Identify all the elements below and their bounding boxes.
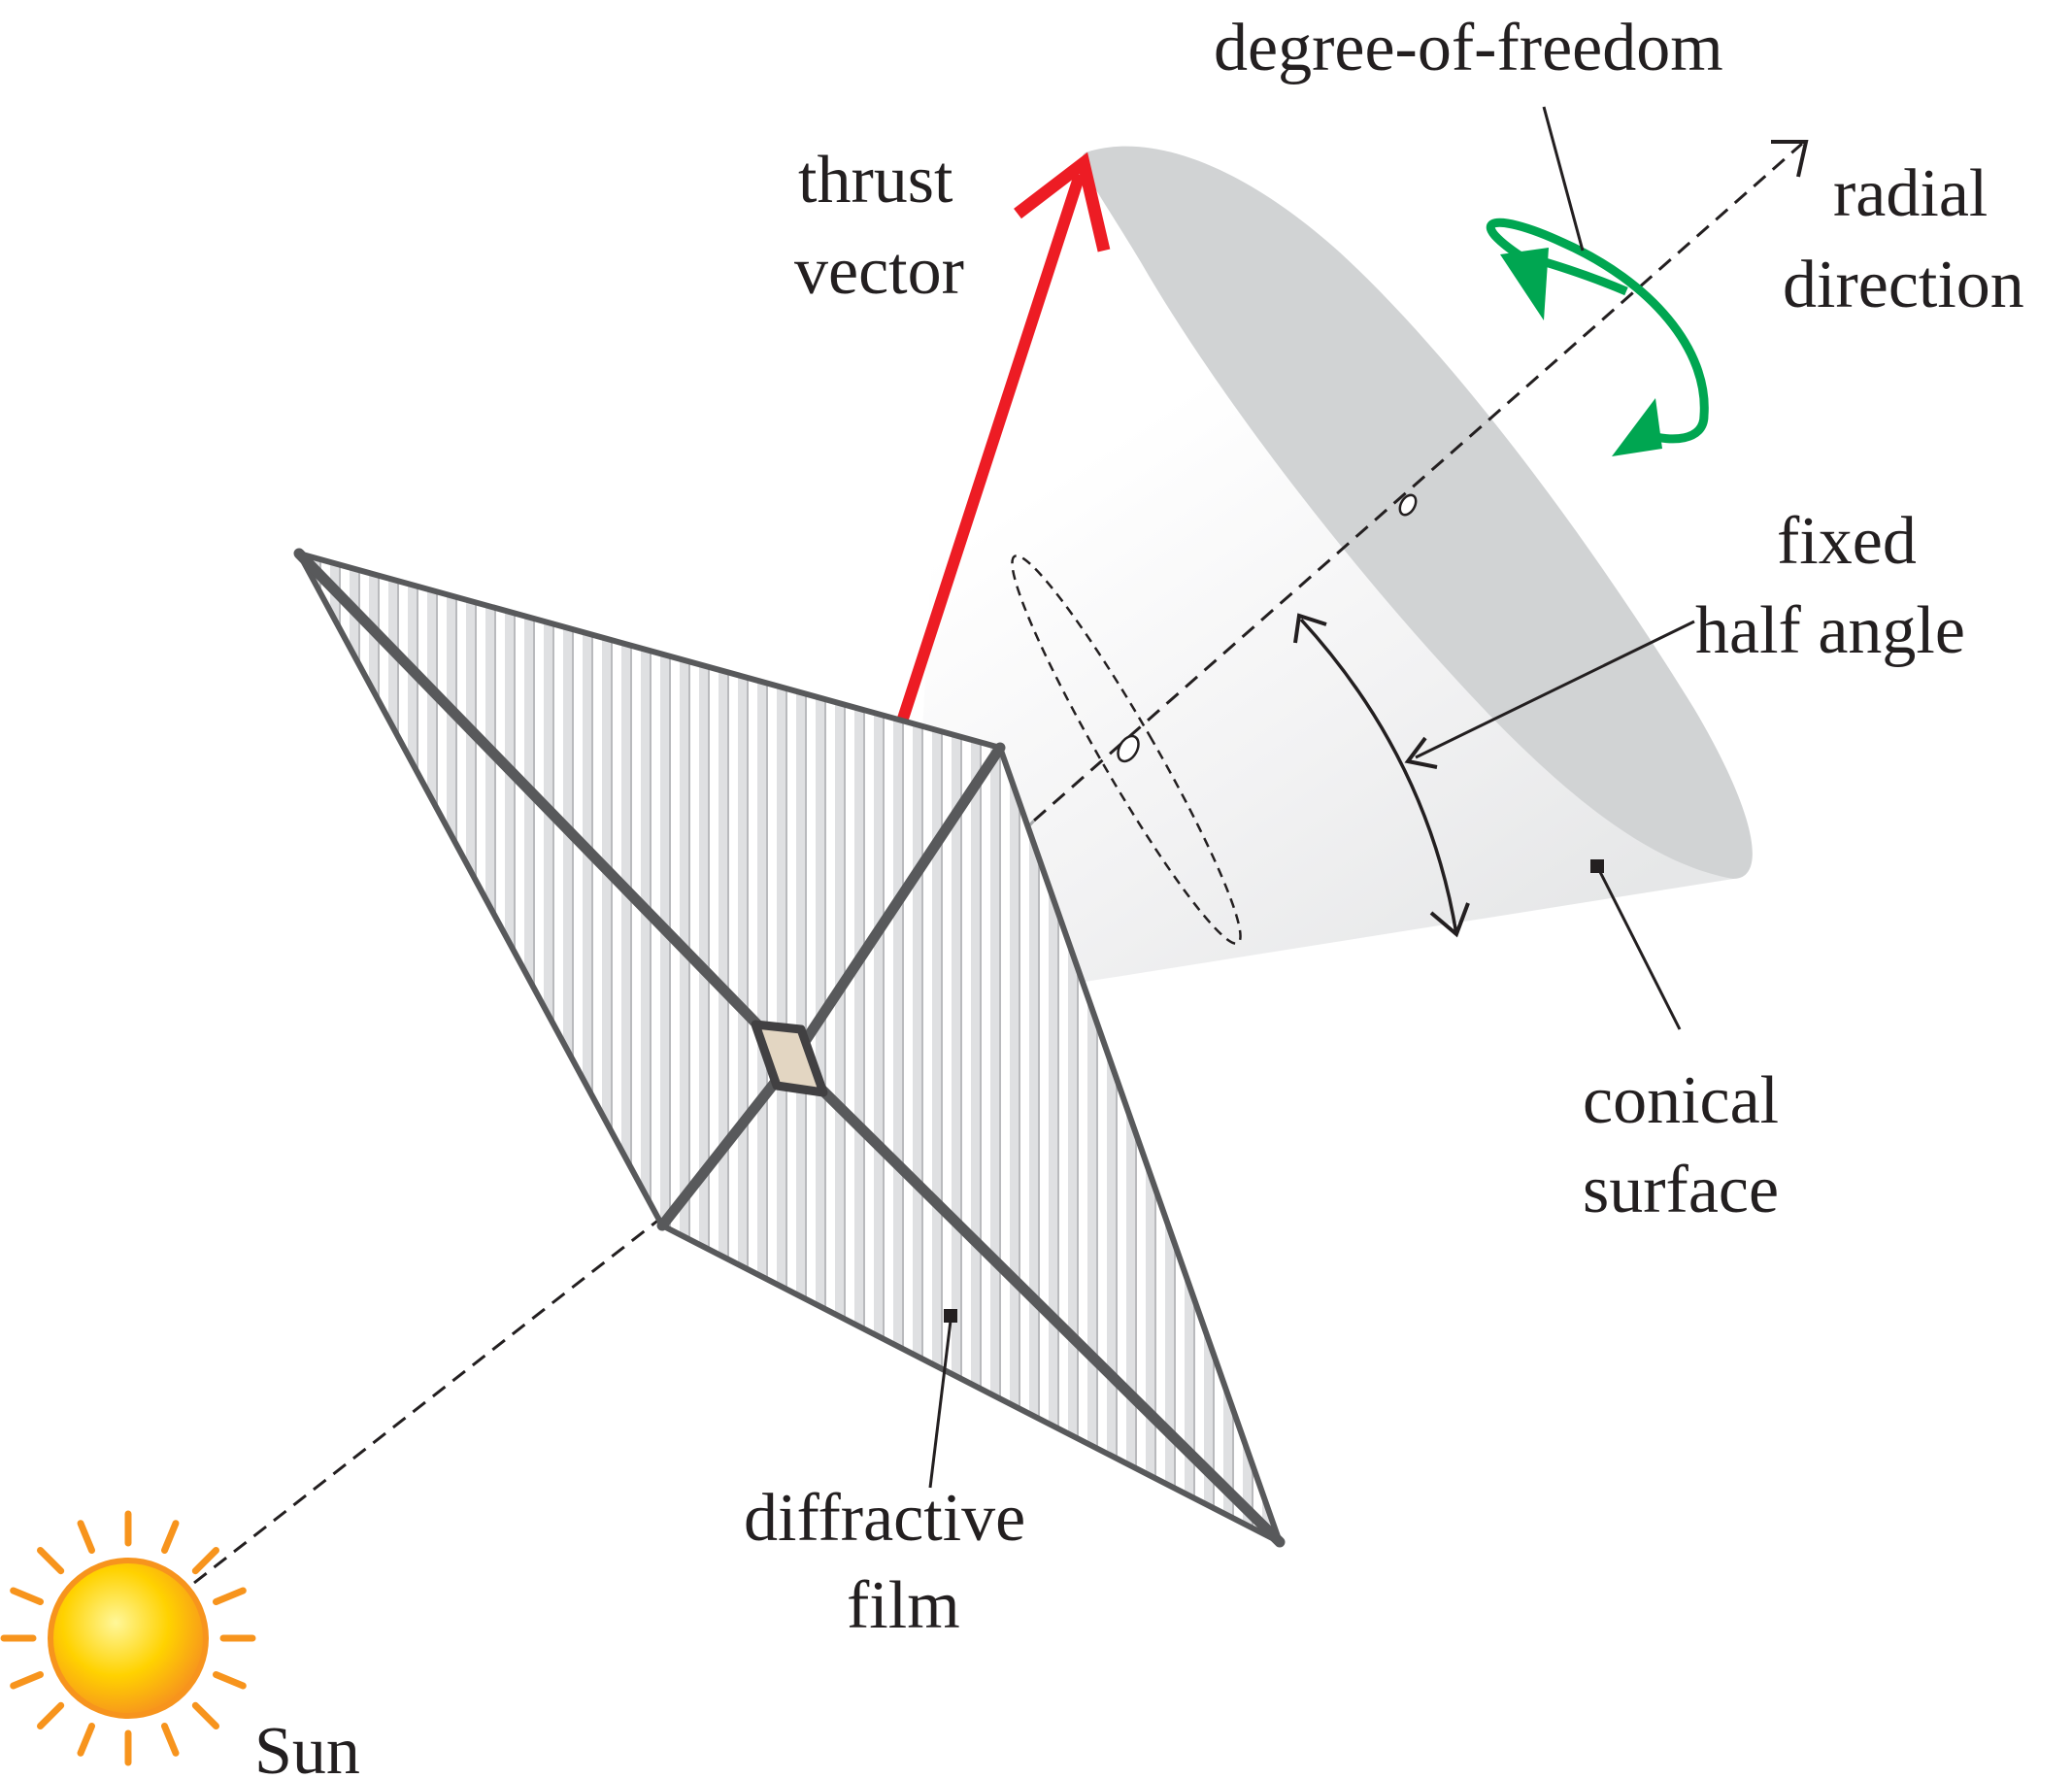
thrust-vector-arrowhead — [1014, 151, 1111, 252]
label-film: film — [847, 1568, 960, 1643]
diffractive-film-pointer-marker — [944, 1309, 957, 1323]
radial-axis-arrowhead — [1771, 140, 1809, 178]
axis-marker-large — [1117, 734, 1140, 763]
sail-central-hub — [751, 1020, 828, 1097]
diffractive-film-pointer — [928, 1320, 952, 1489]
sun-ray — [77, 1723, 95, 1757]
radial-axis-cone-segment — [1033, 142, 1803, 822]
sun-ray — [213, 1587, 247, 1605]
cone-top-rim — [1082, 146, 1753, 879]
sun-ray — [213, 1671, 247, 1690]
conical-surface-pointer — [1590, 859, 1682, 1030]
label-conical: conical — [1583, 1063, 1779, 1138]
conical-surface — [908, 146, 1753, 1010]
axis-marker-small — [1398, 493, 1418, 517]
dof-pointer — [1542, 106, 1585, 252]
label-direction: direction — [1783, 248, 2024, 322]
half-angle-arc — [1293, 613, 1695, 938]
sun-ray — [191, 1701, 219, 1729]
rotation-arrows-icon — [1486, 218, 1709, 456]
cone-dashed-ellipses — [1011, 554, 1242, 945]
sun-ray — [37, 1701, 65, 1729]
label-half-angle: half angle — [1695, 593, 1965, 668]
label-vector: vector — [794, 234, 964, 309]
sun-disc — [48, 1558, 209, 1719]
half-angle-arrowhead-top — [1293, 613, 1327, 644]
sun-rays — [0, 1510, 256, 1766]
half-angle-arrowhead-bottom — [1429, 902, 1470, 938]
label-sun: Sun — [254, 1714, 360, 1779]
half-angle-pointer-head — [1404, 736, 1438, 769]
solar-sail — [293, 548, 1286, 1548]
label-radial: radial — [1833, 156, 1988, 231]
sail-booms — [293, 548, 1286, 1548]
label-thrust: thrust — [798, 143, 953, 218]
label-fixed: fixed — [1777, 504, 1917, 579]
sun-ray — [10, 1671, 44, 1690]
rotation-arrowhead-lower — [1612, 398, 1662, 456]
sun-icon — [0, 1510, 256, 1766]
half-angle-pointer — [1415, 620, 1695, 759]
cone-small-circle — [1011, 554, 1242, 945]
label-surface: surface — [1583, 1153, 1779, 1227]
sun-ray — [161, 1723, 180, 1757]
thrust-vector-shaft — [897, 173, 1086, 721]
sun-ray — [10, 1587, 44, 1605]
rotation-arrowhead-upper — [1500, 248, 1549, 320]
sun-ray — [161, 1520, 180, 1554]
label-degree-of-freedom: degree-of-freedom — [1214, 11, 1723, 85]
sun-ray — [191, 1547, 219, 1575]
sun-ray — [77, 1520, 95, 1554]
sun-ray — [37, 1547, 65, 1575]
label-diffractive: diffractive — [744, 1481, 1025, 1556]
radial-axis-front-segment — [193, 1217, 661, 1585]
